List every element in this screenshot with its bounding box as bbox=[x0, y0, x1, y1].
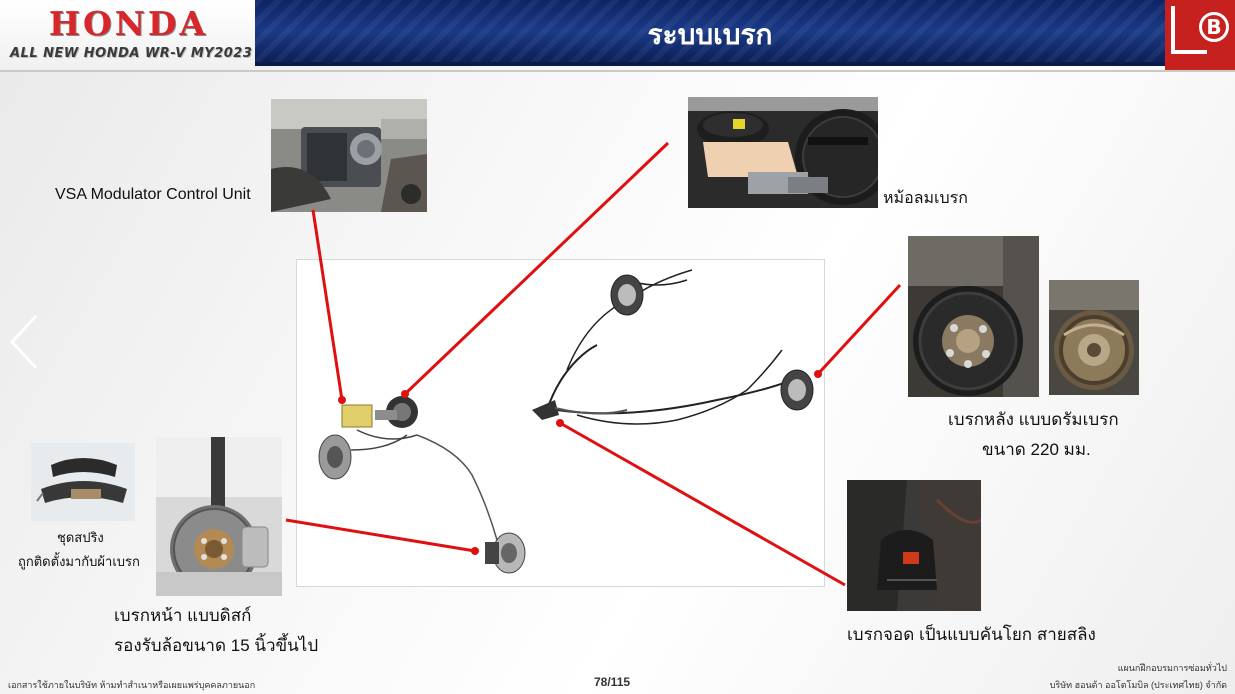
honda-logo-area: HONDA ALL NEW HONDA WR-V MY2023 bbox=[0, 0, 255, 70]
parking-brake-label: เบรกจอด เป็นแบบคันโยก สายสลิง bbox=[847, 625, 1096, 644]
rear-brake-size-label: ขนาด 220 มม. bbox=[982, 440, 1091, 459]
vsa-modulator-photo bbox=[271, 99, 427, 212]
confidential-notice: เอกสารใช้ภายในบริษัท ห้ามทำสำเนาหรือเผยแ… bbox=[8, 680, 256, 690]
vsa-label: VSA Modulator Control Unit bbox=[55, 186, 251, 203]
header-divider bbox=[0, 70, 1235, 72]
department-name: แผนกฝึกอบรมการซ่อมทั่วไป bbox=[1117, 663, 1227, 673]
page-title: ระบบเบรก bbox=[647, 18, 773, 51]
front-brake-wheel-label: รองรับล้อขนาด 15 นิ้วขึ้นไป bbox=[114, 636, 319, 655]
parking-brake-photo bbox=[847, 480, 981, 611]
brake-pad-spring-photo bbox=[31, 443, 135, 521]
front-brake-label: เบรกหน้า แบบดิสก์ bbox=[114, 606, 252, 625]
logo-bar bbox=[1171, 50, 1207, 54]
model-name: ALL NEW HONDA WR-V MY2023 bbox=[10, 46, 253, 61]
front-disc-brake-photo bbox=[156, 437, 282, 596]
brake-booster-photo bbox=[688, 97, 878, 208]
page-number: 78/115 bbox=[594, 675, 631, 689]
rear-drum-internal-photo bbox=[1049, 280, 1139, 395]
brand-corner-logo: B bbox=[1165, 0, 1235, 70]
previous-slide-button[interactable] bbox=[8, 312, 44, 372]
company-name: บริษัท ฮอนด้า ออโตโมบิล (ประเทศไทย) จำกั… bbox=[1049, 680, 1227, 690]
brake-booster-label: หม้อลมเบรก bbox=[883, 190, 968, 207]
rear-brake-label: เบรกหลัง แบบดรัมเบรก bbox=[948, 410, 1119, 429]
honda-logo: HONDA bbox=[48, 4, 209, 43]
title-bar: ระบบเบรก bbox=[255, 0, 1165, 66]
brake-system-diagram bbox=[296, 259, 825, 587]
logo-bar bbox=[1171, 6, 1175, 50]
spring-note-label: ถูกติดตั้งมากับผ้าเบรก bbox=[18, 554, 140, 569]
b-logo-icon: B bbox=[1199, 12, 1229, 42]
spring-label: ชุดสปริง bbox=[57, 530, 104, 545]
chevron-left-icon bbox=[9, 314, 38, 370]
rear-drum-brake-photo bbox=[908, 236, 1039, 397]
